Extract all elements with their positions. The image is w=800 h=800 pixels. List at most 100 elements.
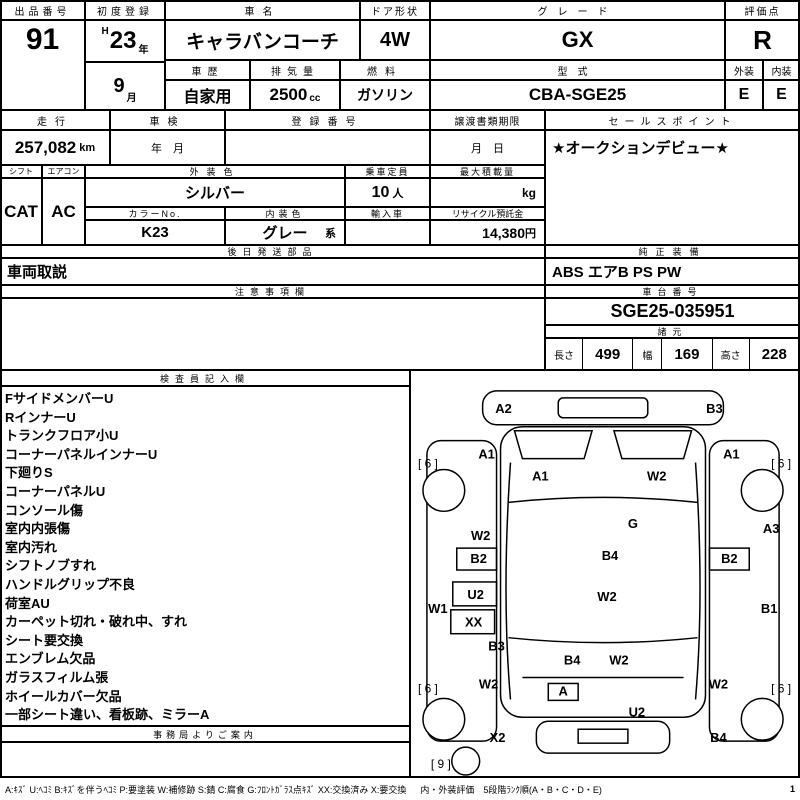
damage-code-label: B4	[602, 548, 619, 563]
max-load-header: 最大積載量	[430, 165, 545, 178]
damage-code-label: W2	[647, 468, 666, 483]
genuine-equipment-value: ABS エアB PS PW	[545, 258, 800, 285]
door-shape-value: 4W	[360, 20, 430, 60]
fuel-header: 燃料	[340, 60, 430, 80]
sales-point-value: ★オークションデビュー★	[545, 130, 800, 245]
front-bumper-outline	[481, 390, 725, 426]
exterior-grade-value: E	[725, 80, 763, 110]
mileage-number: 257,082	[14, 137, 77, 157]
recycle-deposit-number: 14,380	[482, 224, 525, 241]
genuine-equipment-header: 純正装備	[545, 245, 800, 258]
width-label: 幅	[632, 339, 661, 369]
defect-item: コンソール傷	[5, 502, 84, 518]
legend-codes: A:ｷｽﾞ U:ﾍｺﾐ B:ｷｽﾞを伴うﾍｺﾐ P:要塗装 W:補修跡 S:錆 …	[5, 784, 407, 795]
interior-color-value: グレー 系	[225, 220, 345, 245]
grade-value: GX	[430, 20, 725, 60]
defect-item: 室内内張傷	[5, 521, 71, 537]
exterior-color-value: シルバー	[85, 178, 345, 207]
damage-code-label: XX	[465, 615, 483, 630]
roof-outline	[499, 425, 707, 719]
capacity-unit: 人	[392, 187, 404, 200]
damage-code-label: X2	[490, 730, 506, 745]
chassis-number-header: 車台番号	[545, 285, 800, 298]
capacity-number: 10	[371, 183, 390, 201]
exterior-color-header: 外装色	[85, 165, 345, 178]
mileage-unit: km	[79, 141, 96, 154]
displacement-unit: cc	[309, 93, 321, 104]
first-registration-header: 初度登録	[85, 0, 165, 20]
chassis-number-value: SGE25-035951	[545, 298, 800, 325]
aircon-value: AC	[42, 178, 85, 245]
roof-rear-line	[508, 636, 698, 644]
model-code-value: CBA-SGE25	[430, 80, 725, 110]
caution-header: 注意事項欄	[0, 285, 545, 298]
license-plate-outline	[577, 728, 629, 744]
capacity-header: 乗車定員	[345, 165, 430, 178]
damage-code-label: B2	[470, 551, 487, 566]
defect-item: カーペット切れ・破れ中、すれ	[5, 614, 188, 630]
registration-number-value	[225, 130, 430, 165]
defect-item: FサイドメンバーU	[5, 391, 114, 406]
registration-number-header: 登録番号	[225, 110, 430, 130]
damage-code-label: A2	[495, 401, 512, 416]
defect-item: シート要交換	[5, 632, 84, 648]
reg-month: 9	[113, 74, 125, 97]
left-panel-box	[450, 609, 496, 635]
door-shape-header: ドア形状	[360, 0, 430, 20]
damage-code-label: W2	[609, 653, 628, 668]
dimensions-value: 長さ 499 幅 169 高さ 228	[545, 338, 800, 370]
windshield-left	[513, 429, 594, 460]
interior-grade-value: E	[763, 80, 800, 110]
length-label: 長さ	[554, 350, 574, 362]
office-guidance-header: 事務局よりご案内	[0, 726, 410, 742]
interior-color-name: グレー	[262, 225, 308, 242]
damage-code-label: B3	[488, 639, 505, 654]
score-header: 評価点	[725, 0, 800, 20]
legend-bar: A:ｷｽﾞ U:ﾍｺﾐ B:ｷｽﾞを伴うﾍｺﾐ P:要塗装 W:補修跡 S:錆 …	[0, 778, 800, 800]
year-unit: 年	[138, 45, 149, 56]
fuel-value: ガソリン	[340, 80, 430, 110]
front-left-wheel	[422, 468, 466, 513]
damage-code-label: A3	[763, 521, 780, 536]
page-number: 1	[789, 784, 795, 794]
damage-code-label: A1	[723, 447, 740, 462]
car-history-header: 車歴	[165, 60, 250, 80]
defect-item: エンブレム欠品	[5, 651, 96, 667]
import-car-value	[345, 220, 430, 245]
rear-bumper-outline	[535, 720, 671, 754]
front-grille-outline	[557, 397, 649, 419]
defect-item: ハンドルグリップ不良	[5, 576, 136, 592]
car-history-value: 自家用	[165, 80, 250, 110]
displacement-header: 排気量	[250, 60, 340, 80]
rear-left-wheel	[422, 697, 466, 741]
defect-item: 一部シート違い、看板跡、ミラーA	[5, 707, 210, 723]
damage-code-label: [ 6 ]	[771, 681, 791, 695]
interior-color-header: 内装色	[225, 207, 345, 220]
defect-item: コーナーパネルインナーU	[5, 446, 158, 462]
damage-code-label: W1	[428, 601, 447, 616]
left-door-window-box	[456, 547, 498, 571]
defect-item: 荷室AU	[5, 595, 50, 611]
recycle-deposit-unit: 円	[525, 227, 536, 240]
max-load-value: kg	[430, 178, 545, 207]
inspection-header: 車検	[110, 110, 225, 130]
defect-item: 室内汚れ	[5, 539, 58, 555]
damage-code-label: U2	[629, 704, 646, 719]
damage-code-label: W2	[479, 676, 498, 691]
damage-code-label: W2	[597, 589, 616, 604]
score-value: R	[725, 20, 800, 60]
shift-header: シフト	[0, 165, 42, 178]
car-name-value: キャラバンコーチ	[165, 20, 360, 60]
damage-code-label: [ 6 ]	[418, 681, 438, 695]
defect-item: ガラスフィルム張	[5, 669, 109, 685]
damage-code-label: W2	[471, 528, 490, 543]
right-side-panel-outline	[708, 439, 780, 742]
dimensions-header: 諸元	[545, 325, 800, 338]
model-code-header: 型式	[430, 60, 725, 80]
inspector-notes-header: 検査員記入欄	[0, 370, 410, 386]
defect-item: トランクフロア小U	[5, 428, 119, 444]
